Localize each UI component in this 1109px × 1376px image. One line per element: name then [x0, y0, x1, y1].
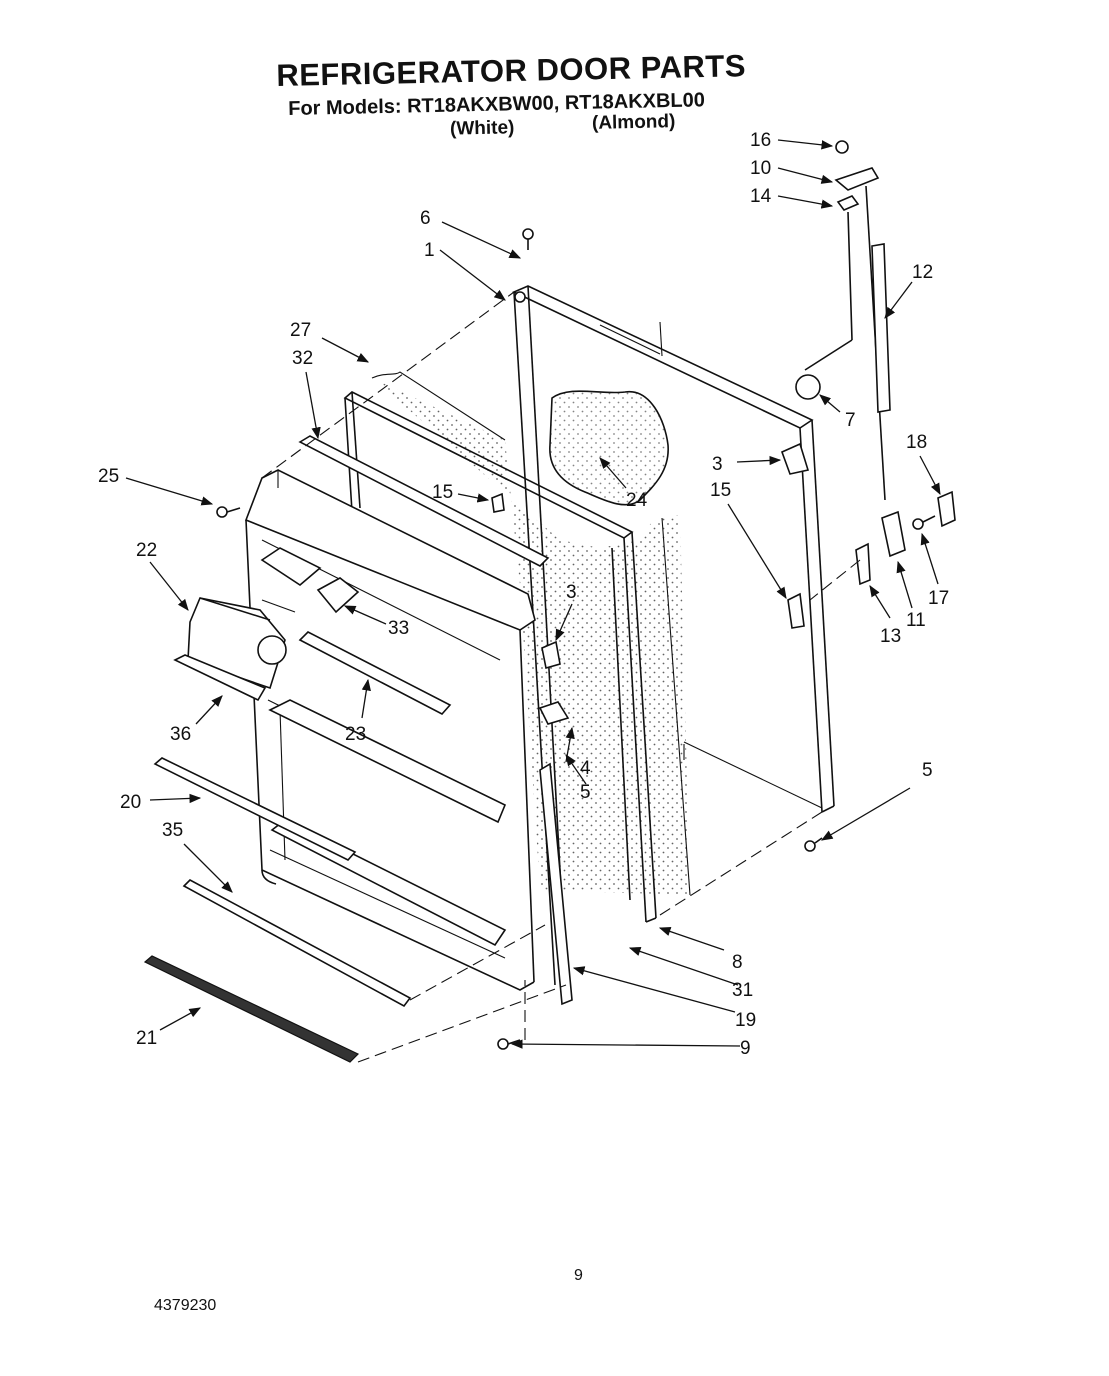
alignment-line-bottom	[357, 984, 567, 1063]
callout-25: 25	[98, 466, 119, 487]
leader-lines	[125, 139, 941, 1049]
alignment-line-hinge	[809, 559, 861, 601]
callout-15-right: 15	[710, 480, 731, 501]
shelf-retainer-bar-23	[298, 631, 452, 715]
page-number: 9	[574, 1267, 583, 1284]
callout-8: 8	[732, 952, 743, 973]
bottom-hinge	[881, 510, 906, 558]
callout-5: 5	[580, 782, 591, 803]
shelf-retainer-bar-21	[143, 955, 360, 1063]
hinge-plate	[855, 542, 871, 586]
callout-5-right: 5	[922, 760, 933, 781]
callout-9: 9	[740, 1038, 751, 1059]
shelf-retainer-bar-20	[153, 757, 357, 861]
outer-door-panel	[512, 285, 835, 986]
callout-6: 6	[420, 208, 431, 229]
screw-17	[912, 515, 936, 530]
handle-bracket-lower	[787, 592, 805, 629]
callout-14: 14	[750, 186, 772, 207]
callout-31: 31	[732, 980, 753, 1001]
top-hinge-assembly	[804, 140, 886, 501]
breaker-strip	[539, 762, 573, 1006]
hinge-bushing	[937, 490, 956, 528]
screw-25	[216, 506, 241, 518]
dairy-compartment	[173, 597, 287, 702]
callout-15: 15	[432, 482, 453, 503]
callout-1: 1	[424, 240, 435, 261]
callout-33: 33	[388, 618, 409, 639]
callout-4: 4	[580, 758, 591, 779]
callout-23: 23	[345, 724, 366, 745]
callout-19: 19	[735, 1010, 756, 1031]
strike-3-lower	[541, 640, 561, 670]
door-gasket	[343, 391, 657, 923]
callout-35: 35	[162, 820, 183, 841]
hinge-bracket-4	[538, 701, 570, 725]
callout-12: 12	[912, 262, 933, 283]
hinge-plug	[795, 374, 821, 400]
callout-3: 3	[712, 454, 723, 475]
screw-5	[804, 837, 823, 852]
callout-labels: 16 10 14 6 1 12 27 32 7 3 18 25 15 24 15…	[98, 130, 949, 1059]
callout-16: 16	[750, 130, 771, 151]
callout-17: 17	[928, 588, 949, 609]
insulation-pad	[371, 371, 691, 896]
callout-13: 13	[880, 626, 901, 647]
screw-6	[522, 228, 534, 250]
callout-32: 32	[292, 348, 313, 369]
callout-36: 36	[170, 724, 191, 745]
alignment-line-right	[659, 811, 823, 916]
document-id: 4379230	[154, 1297, 217, 1314]
callout-11: 11	[906, 610, 926, 631]
alignment-line-mid	[409, 924, 546, 1001]
callout-18: 18	[906, 432, 927, 453]
callout-3-lower: 3	[566, 582, 577, 603]
foam-cutaway-fill	[549, 391, 669, 505]
callout-22: 22	[136, 540, 157, 561]
upper-trim-strip	[298, 435, 550, 567]
hinge-pin-cover	[871, 243, 891, 413]
callout-7: 7	[845, 410, 856, 431]
dairy-door	[316, 577, 360, 614]
callout-24: 24	[626, 490, 648, 511]
inner-door-liner	[244, 469, 536, 991]
callout-27: 27	[290, 320, 311, 341]
alignment-line-top	[261, 291, 515, 479]
shelf-retainer-bar-35	[182, 879, 412, 1008]
clip-15	[491, 492, 505, 513]
handle-bracket-upper	[780, 442, 810, 475]
callout-10: 10	[750, 158, 771, 179]
callout-21: 21	[136, 1028, 157, 1049]
callout-20: 20	[120, 792, 141, 813]
